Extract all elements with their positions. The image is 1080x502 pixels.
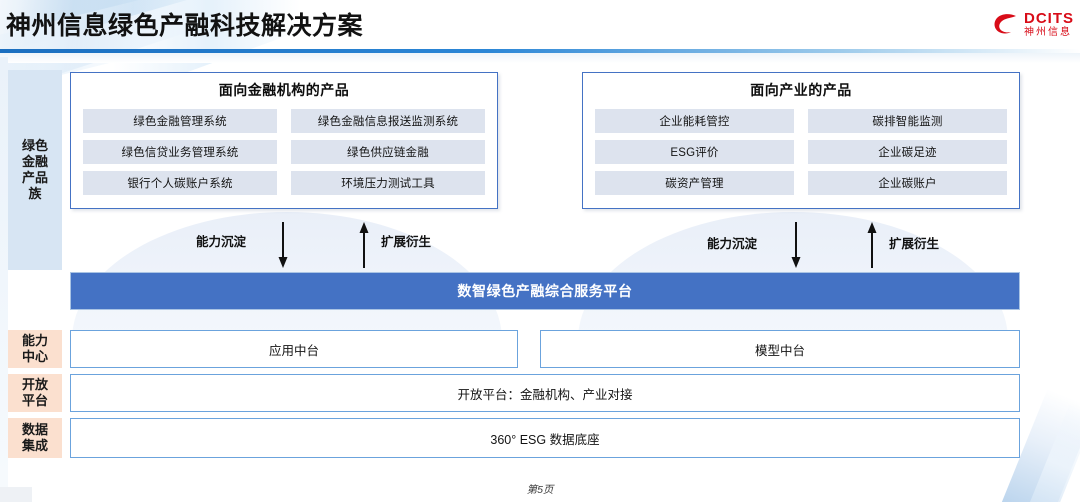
flow-label-capability-precipitation-left: 能力沉淀	[196, 231, 246, 250]
product-tile-grid: 绿色金融管理系统 绿色金融信息报送监测系统 绿色信贷业务管理系统 绿色供应链金融…	[83, 109, 485, 195]
sidebar-tag-line: 集成	[21, 438, 48, 453]
arrow-down-icon	[791, 222, 801, 268]
sidebar-tag-line: 平台	[21, 393, 48, 408]
arrow-up-icon	[867, 222, 877, 268]
product-tile[interactable]: 企业能耗管控	[595, 109, 794, 133]
header-divider-line	[0, 49, 1080, 53]
sidebar-tag-line: 数据	[21, 421, 48, 437]
flow-label-text: 能力沉淀	[196, 235, 247, 249]
product-tile[interactable]: 绿色信贷业务管理系统	[83, 140, 277, 164]
arrow-down-icon	[278, 222, 288, 268]
product-tile[interactable]: 碳排智能监测	[808, 109, 1007, 133]
flow-label-text: 扩展衍生	[889, 237, 940, 251]
flow-label-extension-derivation-right: 扩展衍生	[889, 233, 939, 252]
product-tile[interactable]: 企业碳足迹	[808, 140, 1007, 164]
dcits-swoosh-icon	[994, 14, 1016, 34]
product-group-financial-institutions: 面向金融机构的产品 绿色金融管理系统 绿色金融信息报送监测系统 绿色信贷业务管理…	[70, 72, 498, 209]
product-tile[interactable]: 碳资产管理	[595, 171, 794, 195]
page-number-footer: 第5页	[526, 484, 554, 496]
capability-box-label: 应用中台	[268, 343, 319, 358]
sidebar-tag-line: 族	[28, 186, 42, 202]
logo-cn-text: 神州信息	[1024, 26, 1072, 38]
logo-text: DCITS 神州信息	[1024, 11, 1074, 38]
sidebar-tag-line: 绿色	[21, 137, 48, 153]
flow-label-text: 扩展衍生	[381, 235, 432, 249]
left-edge-band-decoration	[0, 57, 8, 487]
product-tile[interactable]: 环境压力测试工具	[291, 171, 485, 195]
group-title: 面向金融机构的产品	[218, 82, 350, 98]
capability-box-label: 模型中台	[754, 343, 805, 358]
brand-logo: DCITS 神州信息	[993, 6, 1074, 42]
capability-box-model-midend[interactable]: 模型中台	[540, 330, 1020, 368]
sidebar-tag-open-platform[interactable]: 开放 平台	[8, 374, 62, 412]
arrow-up-icon	[359, 222, 369, 268]
platform-bar[interactable]: 数智绿色产融综合服务平台	[70, 272, 1020, 310]
open-platform-box[interactable]: 开放平台：金融机构、产业对接	[70, 374, 1020, 412]
data-foundation-box[interactable]: 360° ESG 数据底座	[70, 418, 1020, 458]
platform-bar-label: 数智绿色产融综合服务平台	[457, 283, 633, 299]
sidebar-tag-line: 中心	[21, 349, 48, 364]
sidebar-tag-line: 产品	[21, 170, 48, 185]
product-group-industry: 面向产业的产品 企业能耗管控 碳排智能监测 ESG评价 企业碳足迹 碳资产管理 …	[582, 72, 1020, 209]
page-title: 神州信息绿色产融科技解决方案	[6, 12, 364, 40]
sidebar-tag-green-finance-products[interactable]: 绿色 金融 产品 族	[8, 70, 62, 270]
sidebar-tag-line: 能力	[21, 332, 48, 348]
sidebar-tag-capability-center[interactable]: 能力 中心	[8, 330, 62, 368]
product-tile[interactable]: 绿色供应链金融	[291, 140, 485, 164]
capability-box-app-midend[interactable]: 应用中台	[70, 330, 518, 368]
sidebar-tag-data-integration[interactable]: 数据 集成	[8, 418, 62, 458]
header-divider-shadow	[0, 53, 1080, 63]
sidebar-tag-line: 金融	[21, 153, 48, 169]
sidebar-tag-line: 开放	[21, 376, 48, 392]
product-tile[interactable]: 银行个人碳账户系统	[83, 171, 277, 195]
logo-en-text: DCITS	[1024, 9, 1074, 27]
product-tile[interactable]: 企业碳账户	[808, 171, 1007, 195]
product-tile[interactable]: ESG评价	[595, 140, 794, 164]
data-foundation-label: 360° ESG 数据底座	[490, 432, 600, 447]
product-tile-grid: 企业能耗管控 碳排智能监测 ESG评价 企业碳足迹 碳资产管理 企业碳账户	[595, 109, 1007, 195]
product-tile[interactable]: 绿色金融管理系统	[83, 109, 277, 133]
flow-label-text: 能力沉淀	[707, 237, 758, 251]
flow-label-capability-precipitation-right: 能力沉淀	[707, 233, 757, 252]
product-tile[interactable]: 绿色金融信息报送监测系统	[291, 109, 485, 133]
group-title: 面向产业的产品	[750, 82, 852, 98]
open-platform-label: 开放平台：金融机构、产业对接	[457, 387, 633, 402]
flow-label-extension-derivation-left: 扩展衍生	[381, 231, 431, 250]
